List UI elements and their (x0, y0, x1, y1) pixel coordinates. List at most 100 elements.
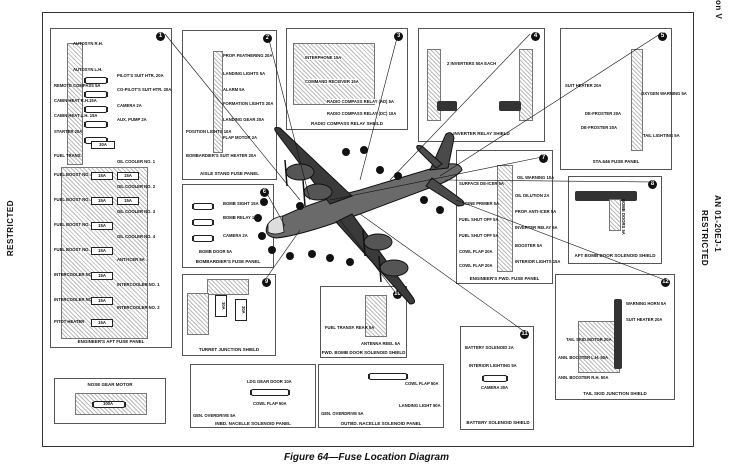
panel-title: OUTBD. NACELLE SOLENOID PANEL (340, 421, 422, 426)
panel-title: TAIL SKID JUNCTION SHIELD (583, 391, 647, 396)
fuse-rating: 15A (91, 197, 113, 205)
fuse-rating: 15A (91, 297, 113, 305)
outbd-nacelle-solenoid-panel: COWL FLAP 50A LANDING LIGHT 50A GEN. OVE… (318, 364, 444, 428)
fuse-label: INTERIOR LIGHTING 5A (469, 363, 517, 368)
fuse-label: CABIN HEAT L.H. 15A (54, 113, 98, 118)
fuse-label: COWL FLAP 50A (405, 381, 439, 386)
fuse-label: CABIN HEAT R.H.15A (54, 98, 97, 103)
fuse-label: OIL DILUTION 2A (515, 193, 550, 198)
fuse-label: ANN. BOOSTER L.H. 50A (558, 355, 609, 360)
panel-number: 1 (156, 32, 165, 41)
restricted-right: RESTRICTED (700, 210, 709, 267)
figure-caption: Figure 64—Fuse Location Diagram (283, 452, 450, 463)
inbd-nacelle-solenoid-panel: LDG GEAR DOOR 10A COWL FLAP 50A GEN. OVE… (190, 364, 316, 428)
fuse-label: INTERCOOLER NO. 4 (54, 272, 97, 277)
panel-title: AFT BOMB DOOR SOLENOID SHIELD (574, 253, 656, 258)
fuse-label: COMMAND RECEIVER 15A (305, 79, 359, 84)
fuse-label: SUIT HEATER 20A (626, 317, 663, 322)
panel-number: 8 (648, 180, 657, 189)
fuse-label: BATTERY SOLENOID 2A (465, 345, 514, 350)
fuse-label: FLAP MOTOR 2A (223, 135, 258, 140)
fuse-label: AUTOSYN L.H. (73, 67, 103, 72)
fuse-label: RADIO COMPASS RELAY (AD) 5A (327, 99, 394, 104)
fuse-label: DE-FROSTER 20A (585, 111, 622, 116)
fuse-label: OXYGEN WARNING 5A (641, 91, 687, 96)
panel-number: 12 (661, 278, 670, 287)
fuse-label: BOMB DOORS 5A (621, 199, 626, 235)
fuse-label: FUEL SHUT OFF 5A (459, 233, 499, 238)
sta-646-fuse-panel: 5 SUIT HEATER 20A OXYGEN WARNING 5A DE-F… (560, 28, 687, 170)
aft-bomb-door-solenoid-shield: 8 BOMB DOORS 5A AFT BOMB DOOR SOLENOID S… (568, 176, 662, 264)
fuse-label: SURFACE DE-ICER 5A (459, 181, 504, 186)
fuse-label: BOMB DOOR 5A (199, 249, 233, 254)
panel-title: INBD. NACELLE SOLENOID PANEL (215, 421, 291, 426)
fuse-label: INTERPHONE 15A (305, 55, 342, 60)
panel-title: NOSE GEAR MOTOR (87, 382, 133, 387)
fuse-label: CAMERA 30A (481, 385, 509, 390)
fuse-label: COWL FLAP 50A (253, 401, 287, 406)
doc-number: AN 01-20EJ-1 (713, 195, 722, 253)
panel-title: RADIO COMPASS RELAY SHIELD (311, 121, 383, 126)
fuse-label: GEN. OVERDRIVE 5A (193, 413, 236, 418)
fuse-label: ANTENNA REEL 5A (361, 341, 401, 346)
fuse-label: RADIO COMPASS RELAY (DC) 10A (327, 111, 397, 116)
fwd-bomb-door-solenoid-shield: 10 FUEL TRANSF. REAR 5A ANTENNA REEL 5A … (320, 286, 407, 358)
fuse-label: INTERIOR LIGHTS 15A (515, 259, 561, 264)
section-marker: on V (714, 0, 723, 20)
engineers-fwd-fuse-panel: 7 SURFACE DE-ICER 5A ENGINE PRIMER 5A FU… (456, 150, 560, 284)
fuse-label: 100A (103, 401, 114, 406)
fuse-label: FUEL TRANS. (54, 153, 82, 158)
panel-number: 10 (393, 290, 402, 299)
fuse-rating: 15A (91, 247, 113, 255)
fuse-label: CO-PILOT'S SUIT HTR. 20A (117, 87, 172, 92)
panel-number: 2 (263, 34, 272, 43)
fuse-label: LANDING GEAR 20A (223, 117, 265, 122)
fuse-rating: 30A (91, 141, 115, 149)
fuse-label: INTERCOOLER NO. 2 (117, 305, 160, 310)
fuse-label: ALARM 5A (223, 87, 245, 92)
fuse-label: ANN. BOOSTER R.H. 50A (558, 375, 609, 380)
fuse-label: GEN. OVERDRIVE 5A (321, 411, 364, 416)
fuse-label: PROP. ANTI-ICER 5A (515, 209, 557, 214)
turret-junction-shield: 9 30A 30A TURRET JUNCTION SHIELD (182, 274, 276, 356)
fuse-label: FUEL TRANSF. REAR 5A (325, 325, 375, 330)
fuse-label: WARNING HORN 5A (626, 301, 667, 306)
fuse-label: BOMB SIGHT 15A (223, 201, 259, 206)
nose-gear-motor-panel: NOSE GEAR MOTOR 100A (54, 378, 166, 424)
fuse-label: ANTI-ICER 5A (117, 257, 145, 262)
panel-number: 7 (539, 154, 548, 163)
panel-number: 5 (658, 32, 667, 41)
fuse-label: INTERCOOLER NO. 1 (117, 282, 160, 287)
fuse-label: SUIT HEATER 20A (565, 83, 602, 88)
fuse-label: OIL WARNING 10A (517, 175, 555, 180)
panel-number: 6 (260, 188, 269, 197)
battery-solenoid-shield-title: BATTERY SOLENOID SHIELD (466, 420, 530, 425)
fuse-rating: 15A (91, 319, 113, 327)
fuse-label: LANDING LIGHTS 5A (223, 71, 266, 76)
fuse-label: FUEL BOOST NO. 2 (54, 222, 94, 227)
fuse-label: 2 INVERTERS 50A EACH (447, 61, 497, 66)
fuse-label: CAMERA 2A (223, 233, 248, 238)
fuse-label: CAMERA 2A (117, 103, 142, 108)
fuse-label: PITOT HEATER (54, 319, 85, 324)
tail-skid-junction-shield: 12 WARNING HORN 5A TAIL SKID MOTOR 20A S… (555, 274, 675, 400)
fuse-rating: 15A (117, 197, 139, 205)
fuse-label: OIL COOLER NO. 1 (117, 159, 156, 164)
battery-lighting-panel: 11 BATTERY SOLENOID 2A INTERIOR LIGHTING… (460, 326, 534, 430)
fuse-label: POSITION LIGHTS 10A (186, 129, 232, 134)
radio-compass-relay-shield: 3 INTERPHONE 15A COMMAND RECEIVER 15A RA… (286, 28, 408, 130)
fuse-label: TAIL SKID MOTOR 20A (566, 337, 612, 342)
panel-title: FWD. BOMB DOOR SOLENOID SHIELD (321, 350, 406, 355)
panel-number: 4 (531, 32, 540, 41)
panel-title: BOMBARDIER'S FUSE PANEL (195, 259, 261, 264)
fuse-label: PROP. FEATHERING 20A (223, 53, 273, 58)
panel-title: STA.646 FUSE PANEL (592, 159, 640, 164)
panel-title: ENGINEER'S FWD. FUSE PANEL (469, 276, 540, 281)
fuse-label: FUEL SHUT OFF 5A (459, 217, 499, 222)
fuse-label: BOOSTER 5A (515, 243, 543, 248)
panel-title: AISLE STAND FUSE PANEL (199, 171, 260, 176)
fuse-label: FUEL BOOST NO. 3 (54, 197, 94, 202)
fuse-label: INTERCOOLER NO. 3 (54, 297, 97, 302)
fuse-label: OIL COOLER NO. 3 (117, 209, 156, 214)
fuse-rating: 30A (235, 299, 247, 321)
